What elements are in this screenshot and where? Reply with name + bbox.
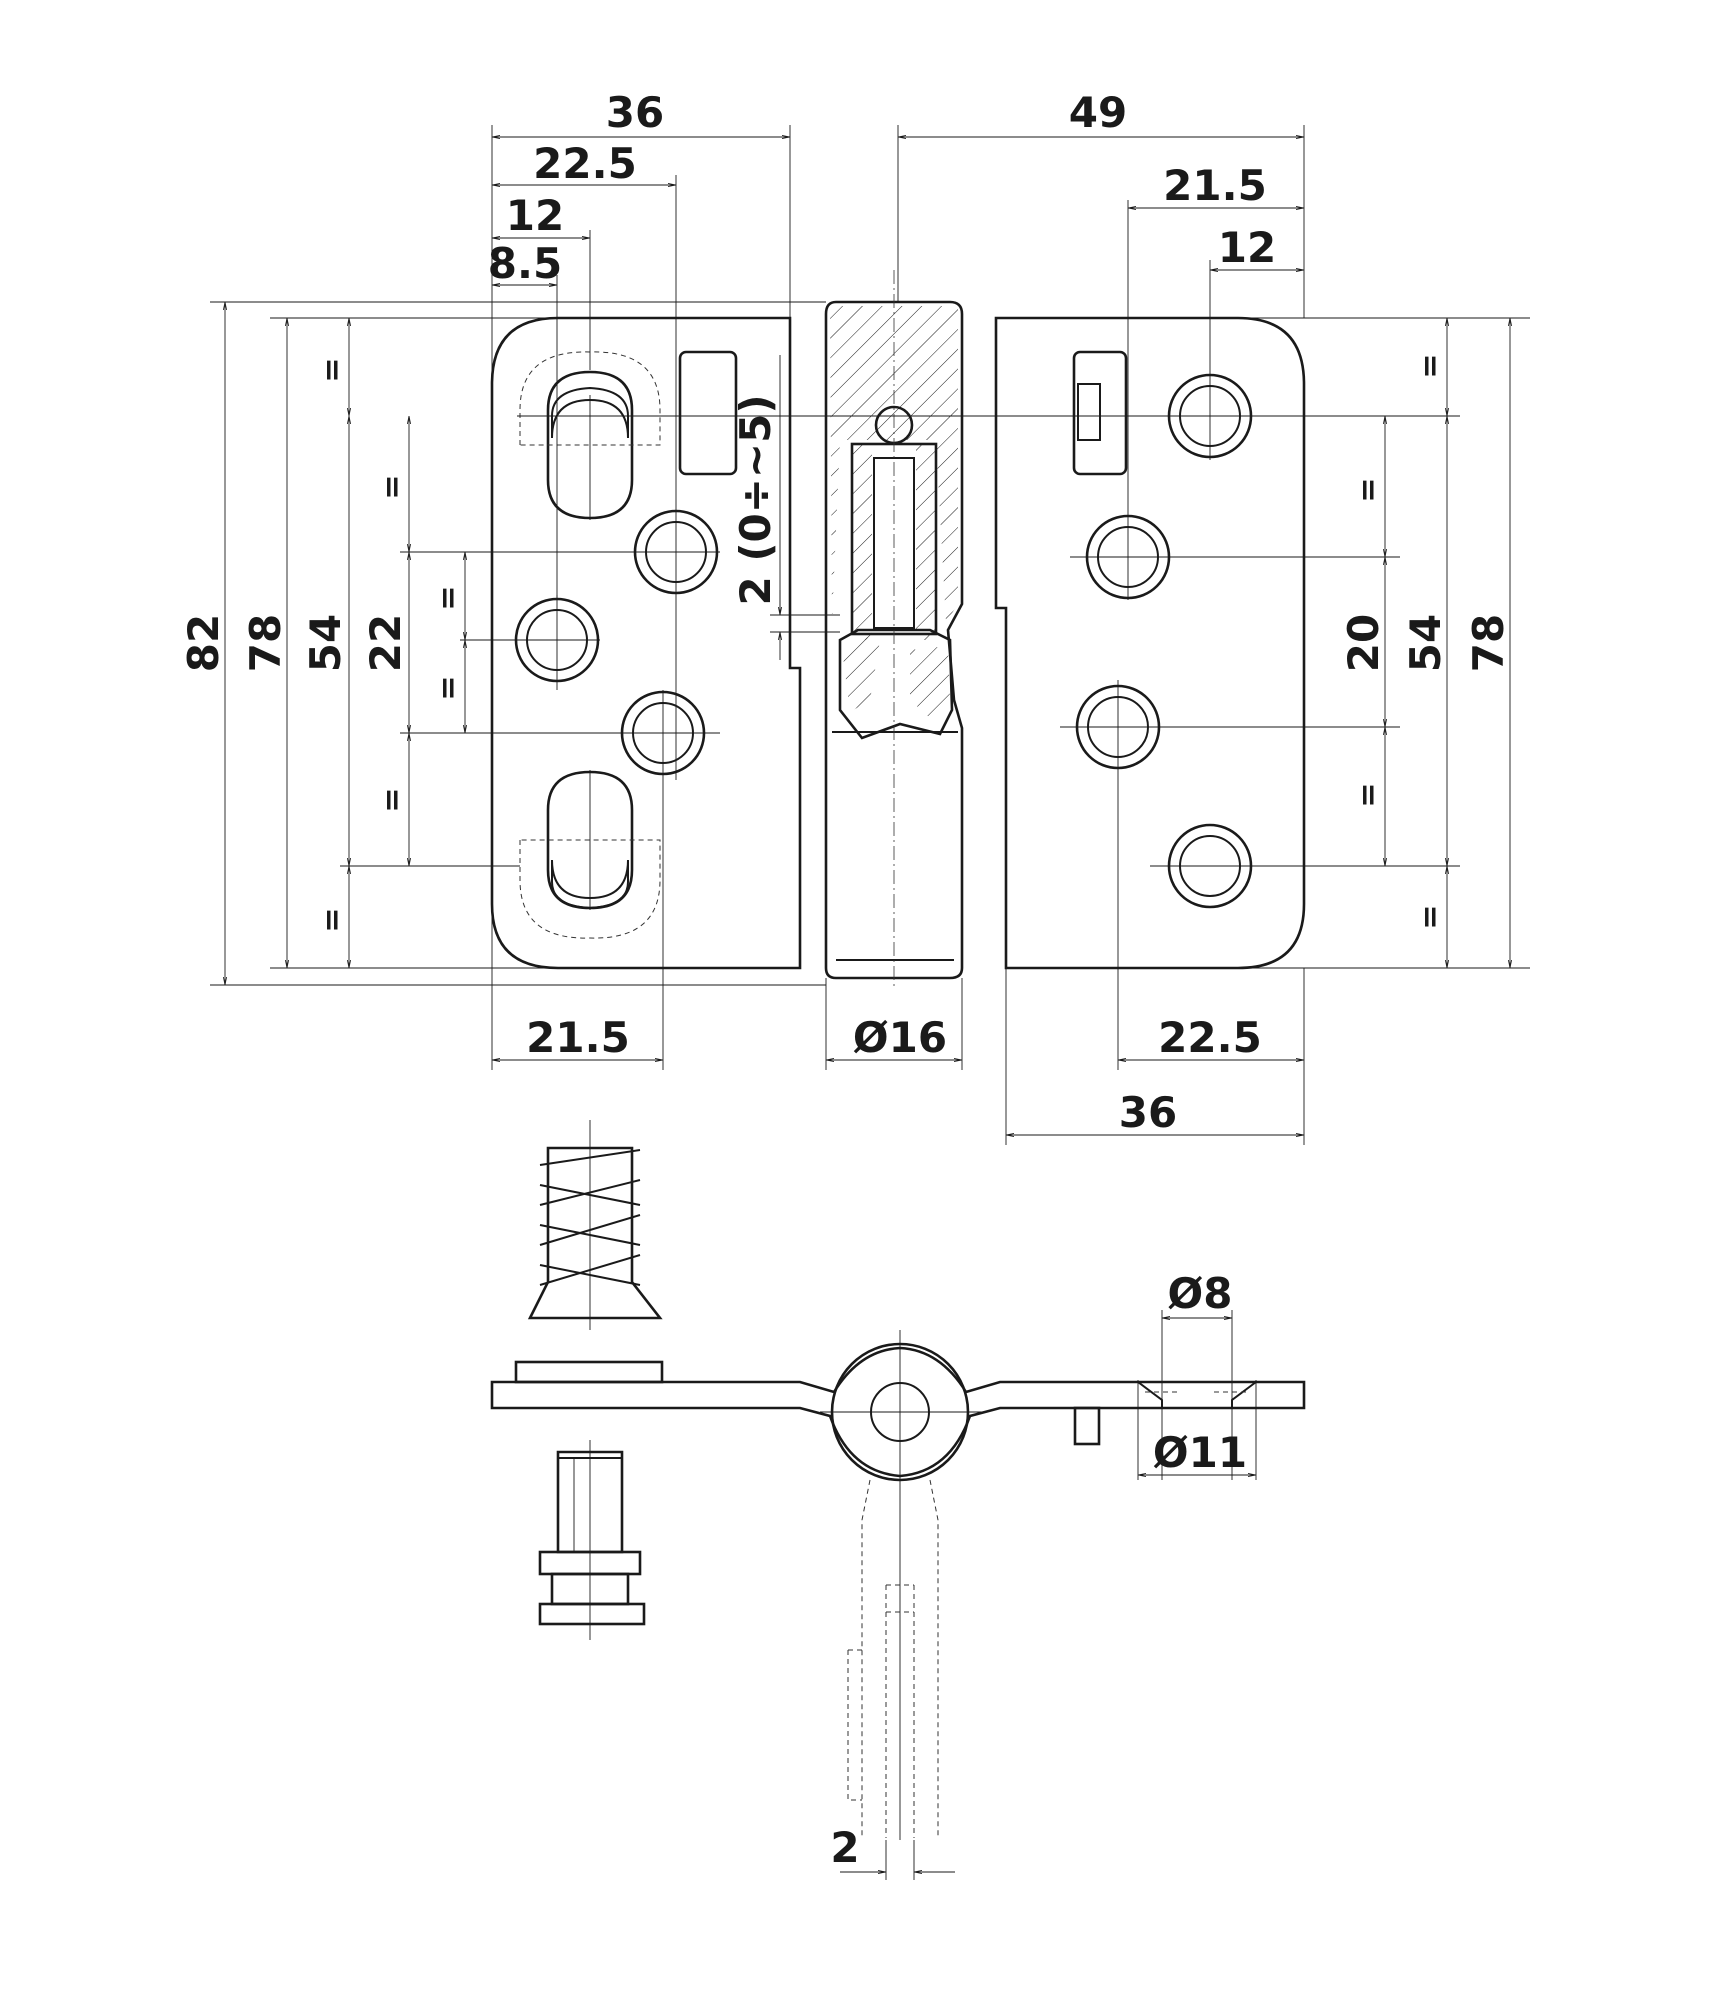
dim-overall-height: 82	[179, 614, 228, 672]
equal-mark: =	[1351, 782, 1386, 807]
right-leaf-outline	[994, 316, 1306, 970]
dim-left-total: 36	[606, 88, 664, 137]
equal-mark: =	[431, 675, 466, 700]
left-vertical-dimension-lines	[225, 302, 465, 985]
equal-mark: =	[375, 474, 410, 499]
dim-left-plate-height: 78	[241, 614, 290, 672]
dim-left-slot-offset: 8.5	[488, 239, 562, 288]
top-dimension-lines	[492, 137, 1304, 285]
hinge-front-view: 36 22.5 12 8.5 49 21.5 12 82 78 54 22 = …	[179, 88, 1530, 1145]
lower-slot	[519, 770, 661, 939]
dim-left-hole-center: 12	[506, 191, 564, 240]
hinge-knuckle	[824, 270, 964, 990]
dim-left-hole-span: 54	[301, 614, 350, 672]
washer	[514, 1360, 664, 1384]
dim-right-hole-pos: 22.5	[1158, 1013, 1262, 1062]
countersink-dimension-lines	[1138, 1318, 1256, 1475]
dim-right-total: 49	[1069, 88, 1127, 137]
dim-right-inner-span: 20	[1339, 614, 1388, 672]
equal-mark: =	[375, 787, 410, 812]
gap-dimension-lines	[840, 1840, 955, 1880]
dim-right-hole-span: 54	[1401, 614, 1450, 672]
dim-right-hole-inner: 12	[1218, 223, 1276, 272]
hinge-section-view: Ø8 Ø11 2	[490, 1120, 1306, 1880]
dim-countersink-outer: Ø11	[1153, 1428, 1247, 1477]
adjustment-dimension-lines	[770, 355, 840, 660]
equal-mark: =	[1413, 904, 1448, 929]
dim-countersink-inner: Ø8	[1168, 1269, 1233, 1318]
stop-pin	[1073, 1406, 1101, 1446]
equal-mark: =	[431, 585, 466, 610]
dim-left-hole-pos: 21.5	[526, 1013, 630, 1062]
countersunk-hole	[1137, 1310, 1257, 1480]
bottom-dimension-lines	[492, 1060, 1304, 1135]
extension-lines	[210, 125, 1530, 1145]
threaded-insert	[527, 1120, 663, 1330]
equal-mark: =	[1351, 477, 1386, 502]
right-vertical-dimension-lines	[1385, 318, 1510, 968]
equal-mark: =	[315, 907, 350, 932]
equal-mark: =	[1413, 353, 1448, 378]
dim-right-total-bottom: 36	[1119, 1088, 1177, 1137]
bolt-with-collar	[538, 1440, 646, 1640]
open-leaf-phantom	[847, 1479, 939, 1838]
dim-right-plate-height: 78	[1464, 614, 1513, 672]
upper-slot	[519, 351, 661, 520]
dim-left-slot-center: 22.5	[533, 139, 637, 188]
right-cam	[1072, 350, 1128, 476]
dim-left-inner-span: 22	[361, 614, 410, 672]
dim-adjustment: 2 (0÷~5)	[731, 394, 780, 605]
dim-right-hole-outer: 21.5	[1163, 161, 1267, 210]
leaf-section-profile	[490, 1346, 1306, 1478]
dim-gap: 2	[830, 1823, 859, 1872]
left-cam-window	[678, 350, 738, 476]
center-lines	[340, 175, 1460, 1070]
equal-mark: =	[315, 357, 350, 382]
dim-pin-diameter: Ø16	[853, 1013, 947, 1062]
